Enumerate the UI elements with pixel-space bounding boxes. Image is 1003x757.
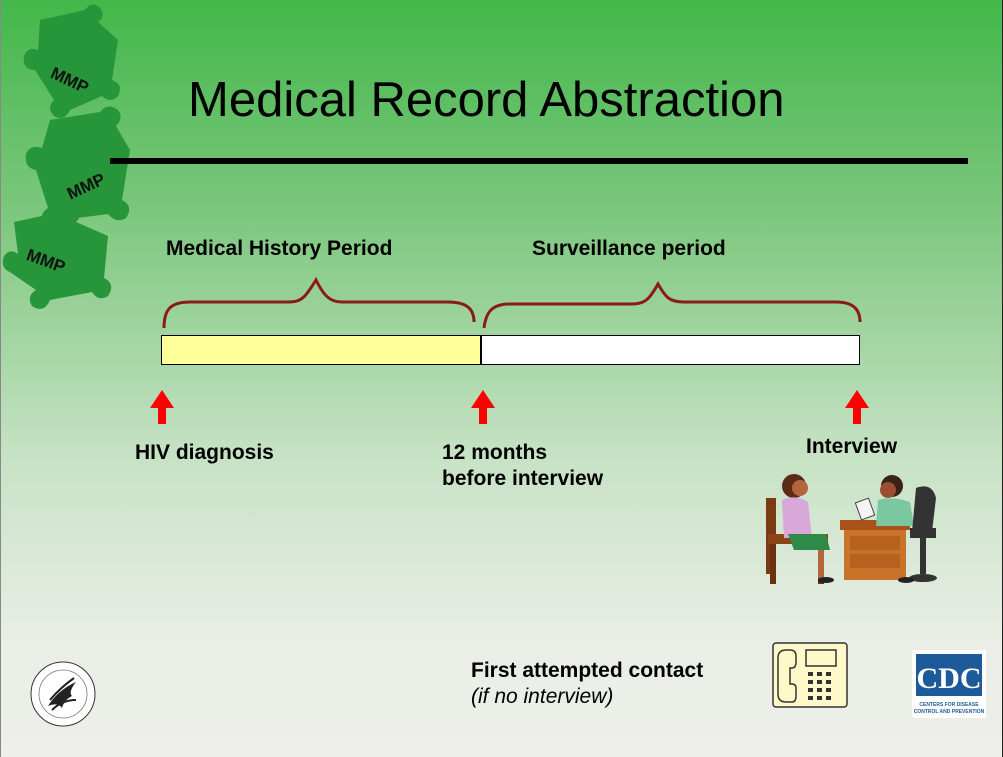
cdc-logo-text: CDC	[917, 662, 982, 695]
interview-label: Interview	[806, 435, 898, 458]
puzzle-piece-2: MMP	[25, 106, 130, 228]
twelve-months-arrow	[471, 390, 495, 424]
puzzle-piece-1: MMP	[23, 4, 120, 119]
medical-history-period-label: Medical History Period	[166, 237, 393, 260]
hhs-logo	[30, 661, 96, 727]
surveillance-period-brace	[482, 280, 862, 329]
surveillance-period-label: Surveillance period	[532, 237, 726, 260]
title-divider	[110, 158, 968, 164]
surveillance-bar	[481, 335, 860, 365]
first-attempted-contact-label: First attempted contact	[471, 659, 704, 682]
puzzle-piece-3: MMP	[2, 204, 112, 309]
history-period-brace	[162, 276, 476, 329]
slide-title: Medical Record Abstraction	[188, 73, 785, 127]
medical-history-bar	[161, 335, 481, 365]
interview-illustration	[766, 474, 937, 584]
left-border	[0, 0, 1, 757]
cdc-logo-subtext-2: CONTROL AND PREVENTION	[914, 709, 985, 715]
cdc-logo: CDC CENTERS FOR DISEASE CONTROL AND PREV…	[912, 650, 986, 718]
twelve-months-label-line1: 12 months	[442, 441, 548, 464]
hiv-diagnosis-arrow	[150, 390, 174, 424]
hiv-diagnosis-label: HIV diagnosis	[135, 441, 274, 464]
telephone-icon	[772, 642, 848, 708]
twelve-months-label-line2: before interview	[442, 467, 604, 490]
interview-arrow	[845, 390, 869, 424]
mmp-puzzle-pieces: MMP MMP MMP	[2, 4, 130, 309]
no-interview-note: (if no interview)	[471, 685, 614, 708]
cdc-logo-subtext-1: CENTERS FOR DISEASE	[919, 702, 979, 708]
